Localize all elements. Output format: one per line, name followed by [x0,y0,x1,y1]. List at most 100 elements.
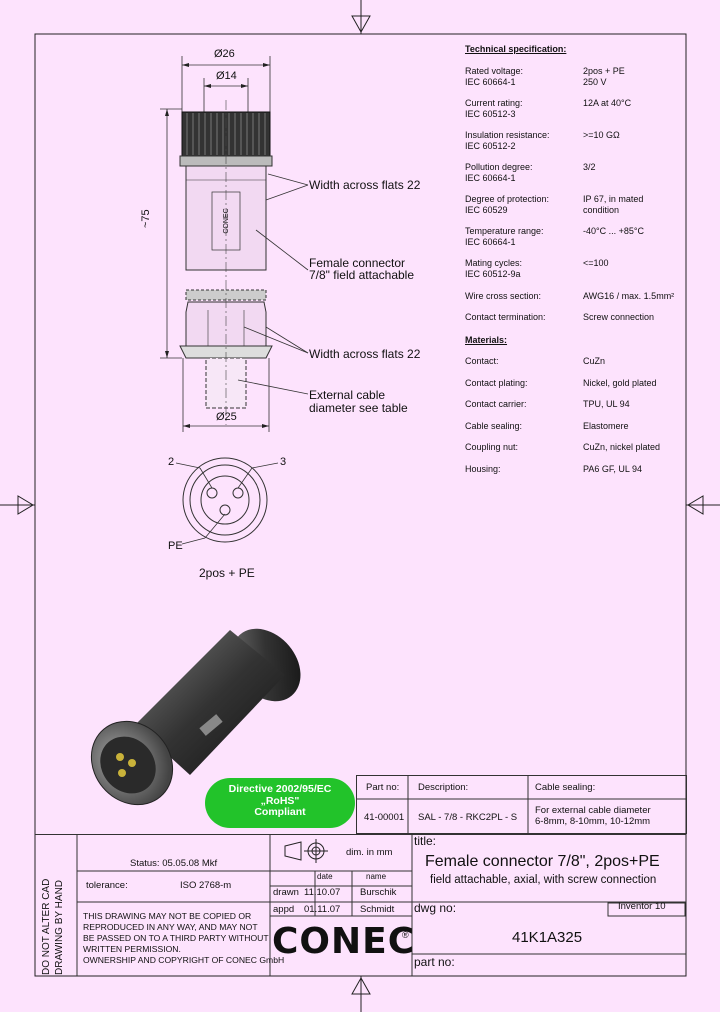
dim-75: ~75 [140,209,152,228]
svg-text:CONEC: CONEC [223,208,230,233]
col-date: date [317,872,333,881]
dim-26: Ø26 [214,48,235,60]
side-notice-2: DRAWING BY HAND [54,879,65,975]
parts-seal-1: For external cable diameter [535,805,651,816]
registered-icon: ® [402,930,409,940]
spec-label-6: Mating cycles: [465,258,523,268]
material-value-3: Elastomere [583,420,629,431]
drawn-label: drawn [273,887,299,898]
material-label-5: Housing: [465,463,501,474]
pin-face-view [175,457,279,545]
material-value-1: Nickel, gold plated [583,377,657,388]
spec-std-4: IEC 60529 [465,205,508,215]
callout-flats-bottom: Width across flats 22 [309,347,421,361]
material-label-1: Contact plating: [465,377,528,388]
term-value: Screw connection [583,312,655,322]
callout-cable-2: diameter see table [309,401,408,415]
rohs-badge: Directive 2002/95/EC „RoHS" Compliant [205,778,355,828]
rohs-line2: „RoHS" [260,794,300,807]
pin-caption: 2pos + PE [199,566,255,580]
spec-std-0: IEC 60664-1 [465,77,516,87]
side-notice: DO NOT ALTER CAD DRAWING BY HAND [40,835,66,975]
material-value-2: TPU, UL 94 [583,399,630,409]
notice-line: REPRODUCED IN ANY WAY, AND MAY NOT [83,922,258,932]
material-value-0: CuZn [583,356,606,366]
parts-seal-2: 6-8mm, 8-10mm, 10-12mm [535,816,651,827]
drawn-name: Burschik [360,887,397,898]
dim-unit: dim. in mm [346,847,393,858]
material-value-4: CuZn, nickel plated [583,442,661,452]
material-label-2: Contact carrier: [465,399,527,409]
notice-line: OWNERSHIP AND COPYRIGHT OF CONEC GmbH [83,955,285,965]
side-notice-1: DO NOT ALTER CAD [41,878,52,975]
appd-label: appd [273,904,295,915]
material-label-3: Cable sealing: [465,420,523,431]
tolerance-value: ISO 2768-m [180,880,232,891]
callout-flats-top: Width across flats 22 [309,178,421,192]
tolerance-label: tolerance: [86,880,128,891]
spec-val-0: 2pos + PE [583,66,625,76]
notice-line: BE PASSED ON TO A THIRD PARTY WITHOUT [83,933,269,943]
col-name: name [366,872,387,881]
parts-header-desc: Description: [418,782,469,793]
product-render [90,628,301,806]
spec-val-0: 250 V [583,77,607,87]
spec-std-5: IEC 60664-1 [465,237,516,247]
spec-std-2: IEC 60512-2 [465,141,516,151]
side-view-drawing: CONEC [160,56,309,432]
parts-desc: SAL - 7/8 - RKC2PL - S [418,812,518,823]
spec-label-5: Temperature range: [465,226,544,236]
partno-label: part no: [414,955,455,969]
dwg-no: 41K1A325 [512,929,583,946]
material-label-4: Coupling nut: [465,442,519,452]
spec-val-4: condition [583,205,620,215]
callout-female-1: Female connector [309,256,406,270]
appd-name: Schmidt [360,904,395,915]
software: Inventor 10 [618,901,666,912]
notice-line: WRITTEN PERMISSION. [83,944,181,954]
spec-val-2: >=10 GΩ [583,130,620,140]
parts-table-grid [356,775,687,834]
drawn-date: 11.10.07 [304,887,341,898]
notice-line: THIS DRAWING MAY NOT BE COPIED OR [83,911,252,921]
title-main: Female connector 7/8", 2pos+PE [425,853,660,870]
rohs-line3: Compliant [254,806,306,818]
spec-heading: Technical specification: [465,44,567,54]
dim-25: Ø25 [216,411,237,423]
title-block-grid [35,834,686,976]
appd-date: 01.11.07 [304,904,341,915]
dwg-label: dwg no: [414,901,457,915]
spec-std-6: IEC 60512-9a [465,269,521,279]
spec-val-1: 12A at 40°C [583,98,632,108]
spec-label-1: Current rating: [465,98,523,108]
spec-val-3: 3/2 [583,162,596,172]
spec-val-5: -40°C ... +85°C [583,226,644,236]
spec-label-4: Degree of protection: [465,194,550,204]
material-value-5: PA6 GF, UL 94 [583,463,643,474]
title-label: title: [414,834,437,848]
spec-val-6: <=100 [583,258,609,268]
pin-label-pe: PE [168,540,183,552]
parts-header-partno: Part no: [366,782,400,793]
callout-cable-1: External cable [309,388,386,402]
conec-logo: CONEC [272,921,416,962]
title-sub: field attachable, axial, with screw conn… [430,874,657,886]
spec-std-1: IEC 60512-3 [465,109,516,119]
spec-std-3: IEC 60664-1 [465,173,516,183]
rohs-line1: Directive 2002/95/EC [228,783,332,795]
parts-header-seal: Cable sealing: [535,782,596,793]
spec-label-2: Insulation resistance: [465,130,550,140]
dim-14: Ø14 [216,70,237,82]
parts-partno: 41-00001 [364,812,405,823]
wire-label: Wire cross section: [465,291,542,301]
pin-label-2: 2 [168,456,175,468]
spec-val-4: IP 67, in mated [583,194,644,204]
status: Status: 05.05.08 Mkf [130,858,218,869]
material-label-0: Contact: [465,356,499,366]
spec-label-3: Pollution degree: [465,162,533,172]
wire-value: AWG16 / max. 1.5mm² [583,291,675,301]
materials-heading: Materials: [465,335,508,345]
callout-female-2: 7/8" field attachable [309,268,414,282]
